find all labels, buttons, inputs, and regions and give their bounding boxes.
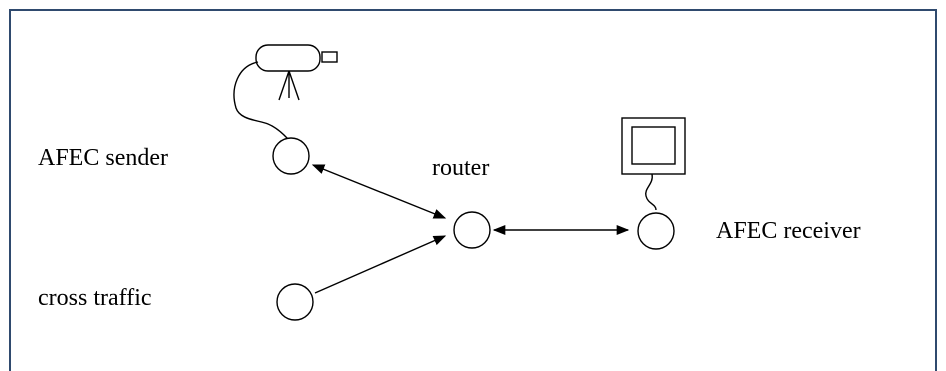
video-camera-icon	[233, 44, 338, 140]
label-router: router	[432, 155, 489, 181]
edge-cross-router	[314, 235, 447, 294]
diagram-frame	[9, 9, 937, 371]
monitor-icon	[621, 117, 686, 211]
node-receiver	[637, 212, 675, 250]
node-router	[453, 211, 491, 249]
node-sender	[272, 137, 310, 175]
label-cross-traffic: cross traffic	[38, 285, 152, 311]
node-cross	[276, 283, 314, 321]
label-sender: AFEC sender	[38, 145, 168, 171]
edge-sender-router	[311, 164, 447, 219]
label-receiver: AFEC receiver	[716, 218, 861, 244]
